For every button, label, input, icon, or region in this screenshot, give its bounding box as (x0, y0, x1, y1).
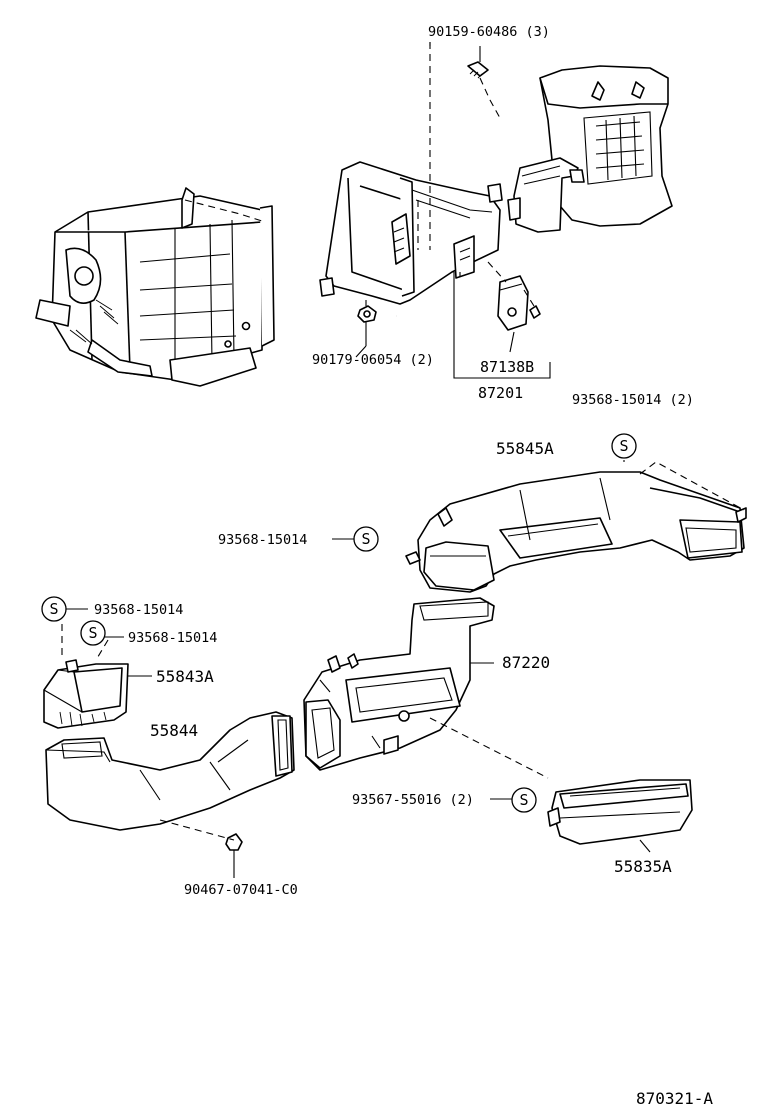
label-55844: 55844 (150, 721, 198, 740)
label-90467: 90467-07041-C0 (184, 882, 298, 898)
bolt-90159 (429, 42, 501, 250)
label-87220: 87220 (502, 653, 550, 672)
duct-55843A (43, 659, 129, 729)
resistor-87138B (487, 261, 541, 353)
svg-text:S: S (49, 600, 58, 618)
svg-text:S: S (88, 624, 97, 642)
label-93568-left: 93568-15014 (218, 532, 307, 548)
leader-lines (66, 345, 651, 853)
nut-90179 (357, 300, 377, 346)
duct-55844 (45, 711, 295, 831)
label-90159: 90159-60486 (3) (428, 24, 550, 40)
label-55835A: 55835A (614, 857, 672, 876)
label-87138B: 87138B (480, 358, 534, 376)
svg-text:S: S (519, 791, 528, 809)
heater-unit-assembly (35, 187, 275, 387)
svg-text:S: S (361, 530, 370, 548)
label-90179: 90179-06054 (2) (312, 352, 434, 368)
label-87201: 87201 (478, 384, 523, 402)
blower-case-frame (319, 161, 551, 379)
label-93568-b: 93568-15014 (128, 630, 217, 646)
duct-55845A (405, 461, 747, 593)
label-55843A: 55843A (156, 667, 214, 686)
label-55845A: 55845A (496, 439, 554, 458)
figure-code: 870321-A (636, 1089, 713, 1108)
standard-part-symbol: S (80, 620, 106, 646)
standard-part-symbol: S (511, 787, 537, 813)
duct-55835A (547, 779, 693, 845)
label-93568-2: 93568-15014 (2) (572, 392, 694, 408)
standard-part-symbol: S (611, 433, 637, 459)
label-93567: 93567-55016 (2) (352, 792, 474, 808)
clip-90467 (225, 833, 243, 878)
standard-part-symbol: S (353, 526, 379, 552)
blower-housing (507, 65, 673, 233)
svg-text:S: S (619, 437, 628, 455)
label-93568-a: 93568-15014 (94, 602, 183, 618)
standard-part-symbol: S (41, 596, 67, 622)
duct-87220 (303, 597, 495, 771)
assembly-dashed-lines (61, 42, 549, 841)
